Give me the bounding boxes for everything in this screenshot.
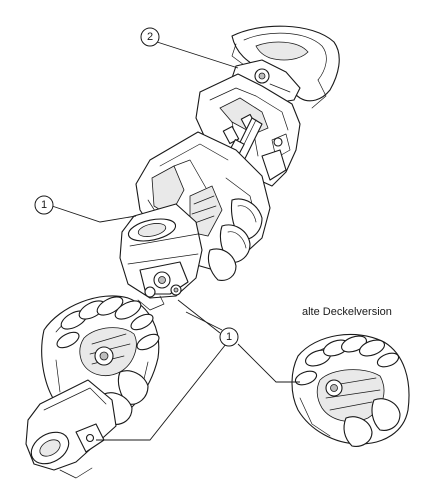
old-cover-version (291, 333, 410, 447)
lower-cylinder (119, 203, 203, 311)
roller-set-right (294, 335, 400, 386)
roller-set-left (56, 296, 160, 351)
callout-1-left-label: 1 (41, 199, 47, 211)
callout-2-label: 2 (147, 31, 153, 43)
callout-1-bottom: 1 (96, 299, 300, 441)
bottom-nozzle (25, 379, 117, 479)
callout-2: 2 (140, 27, 239, 69)
top-funnel-part (231, 25, 340, 109)
old-cover-note: alte Deckelversion (302, 306, 392, 318)
callout-1-left: 1 (34, 195, 137, 223)
callout-1-bottom-label: 1 (226, 331, 232, 343)
